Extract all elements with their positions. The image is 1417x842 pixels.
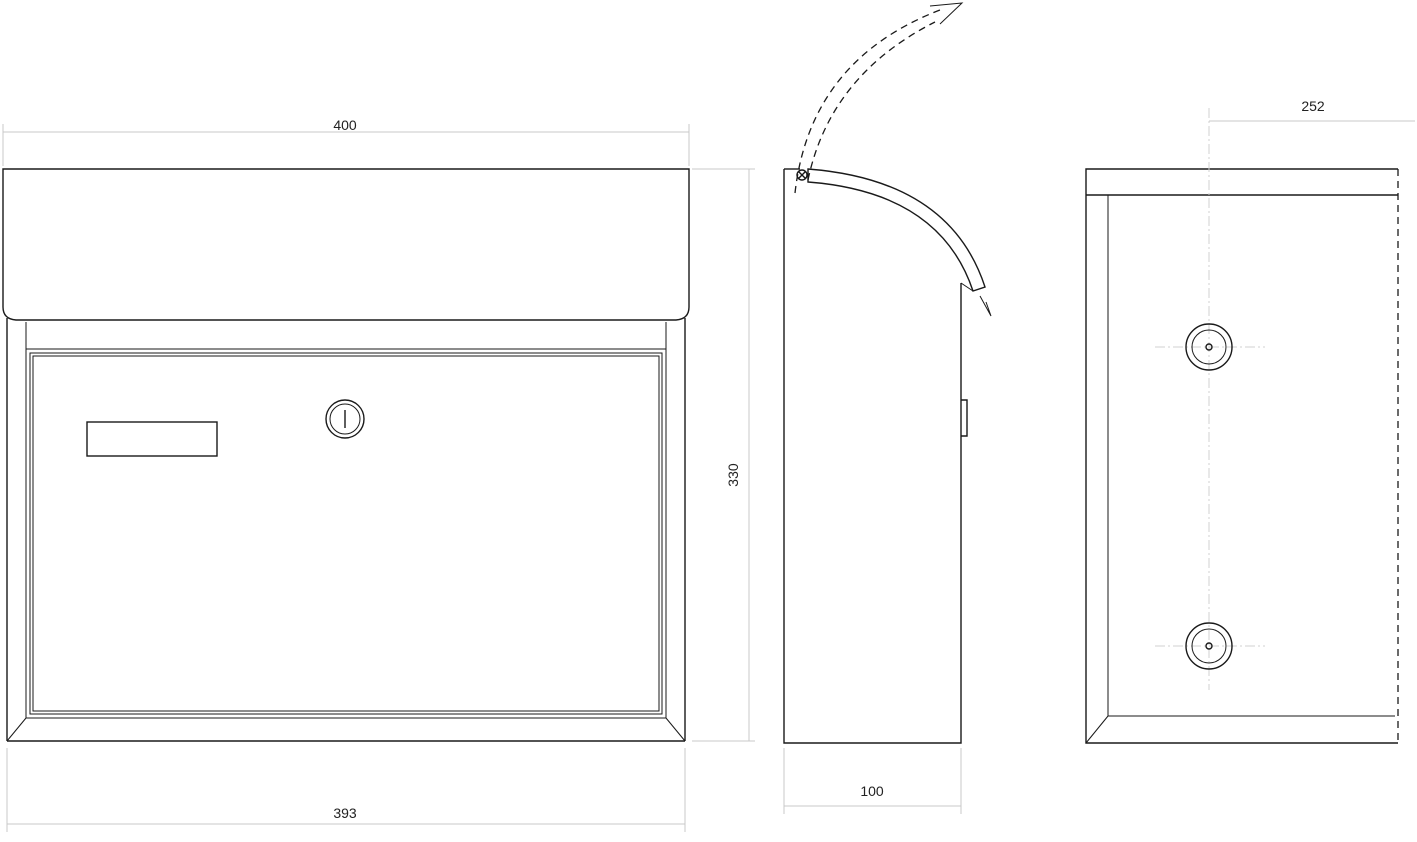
front-door xyxy=(29,352,663,715)
mounting-hole-bottom-icon xyxy=(1185,622,1233,670)
dimension-label-100: 100 xyxy=(860,783,884,799)
lock-icon xyxy=(325,399,365,439)
front-lid xyxy=(2,168,690,321)
dimension-depth: 100 xyxy=(783,748,962,814)
dimension-width-bottom: 393 xyxy=(6,748,686,832)
hinge-icon xyxy=(796,169,808,181)
front-view: 400 xyxy=(2,117,755,832)
side-view: 100 xyxy=(783,2,992,814)
back-view: 252 xyxy=(1085,98,1415,744)
dimension-label-330: 330 xyxy=(725,463,741,487)
dimension-label-393: 393 xyxy=(333,805,357,821)
dimension-width-top: 400 xyxy=(2,117,690,166)
front-body xyxy=(6,318,686,742)
side-lid xyxy=(807,168,986,292)
back-body xyxy=(1085,168,1398,744)
mounting-hole-top-icon xyxy=(1185,323,1233,371)
dimension-offset: 252 xyxy=(1209,98,1415,122)
lid-open-arc xyxy=(794,2,964,194)
dimension-label-252: 252 xyxy=(1301,98,1325,114)
name-plate xyxy=(86,421,218,457)
dimension-height: 330 xyxy=(692,168,755,742)
lid-arrow-icon xyxy=(979,295,992,317)
dimension-label-400: 400 xyxy=(333,117,357,133)
side-lock-bump xyxy=(961,399,968,437)
side-body xyxy=(783,169,962,744)
